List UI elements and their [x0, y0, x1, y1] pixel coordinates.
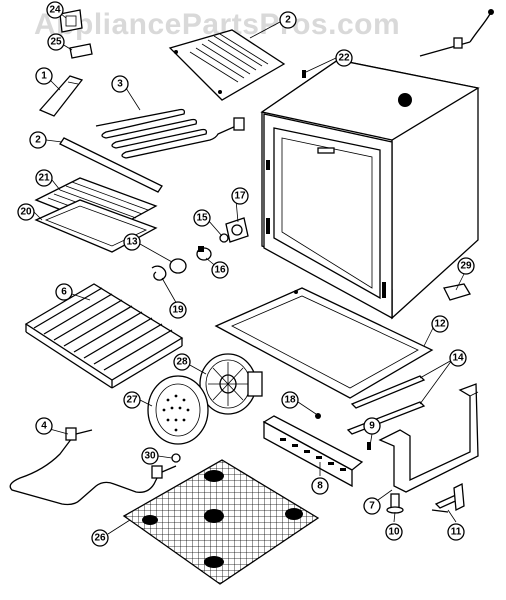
part-1-bracket — [38, 75, 84, 117]
svg-text:9: 9 — [369, 421, 375, 432]
svg-text:24: 24 — [49, 5, 61, 16]
svg-text:14: 14 — [452, 353, 464, 364]
part-8-vent-panel — [262, 415, 364, 488]
part-9-screw — [367, 442, 371, 450]
svg-text:26: 26 — [94, 533, 106, 544]
svg-text:18: 18 — [284, 395, 296, 406]
part-12-bottom-tray — [214, 287, 434, 399]
callout-24[interactable]: 24 — [46, 1, 64, 19]
part-18-screw — [315, 413, 321, 419]
callout-27[interactable]: 27 — [123, 391, 141, 409]
callout-8[interactable]: 8 — [311, 477, 329, 495]
part-27-fan-cover — [147, 375, 209, 445]
svg-text:28: 28 — [176, 357, 188, 368]
callout-28[interactable]: 28 — [173, 353, 191, 371]
svg-text:12: 12 — [434, 319, 446, 330]
svg-text:29: 29 — [460, 261, 472, 272]
oven-cavity — [260, 59, 480, 320]
callout-9[interactable]: 9 — [363, 417, 381, 435]
callout-15[interactable]: 15 — [193, 209, 211, 227]
svg-text:4: 4 — [41, 421, 47, 432]
callout-25[interactable]: 25 — [47, 33, 65, 51]
callout-21[interactable]: 21 — [35, 169, 53, 187]
part-7-bracket — [378, 383, 479, 493]
svg-text:11: 11 — [451, 527, 462, 538]
part-24-plate — [59, 9, 83, 33]
svg-text:21: 21 — [38, 173, 50, 184]
part-3-broil-element — [95, 108, 245, 159]
callout-17[interactable]: 17 — [231, 187, 249, 205]
svg-text:13: 13 — [126, 237, 138, 248]
part-11-anti-tip-bracket — [431, 482, 465, 513]
oven-sensor-probe — [419, 9, 494, 57]
part-13-cover — [169, 258, 187, 274]
callout-13[interactable]: 13 — [123, 233, 141, 251]
callout-2-top[interactable]: 2 — [279, 11, 297, 29]
svg-text:20: 20 — [20, 207, 32, 218]
callout-14[interactable]: 14 — [449, 349, 467, 367]
part-4-bake-element — [9, 427, 177, 506]
callout-7[interactable]: 7 — [363, 497, 381, 515]
svg-text:17: 17 — [234, 191, 246, 202]
svg-text:8: 8 — [317, 481, 323, 492]
callout-20[interactable]: 20 — [17, 203, 35, 221]
svg-text:2: 2 — [285, 15, 291, 26]
svg-text:15: 15 — [196, 213, 208, 224]
callout-1[interactable]: 1 — [35, 67, 53, 85]
svg-text:30: 30 — [144, 451, 156, 462]
callout-30[interactable]: 30 — [141, 447, 159, 465]
part-6-oven-rack — [24, 283, 184, 389]
part-16-bulb — [196, 246, 212, 261]
svg-text:3: 3 — [117, 79, 123, 90]
part-17-light-housing — [225, 217, 249, 243]
callout-18[interactable]: 18 — [281, 391, 299, 409]
callout-29[interactable]: 29 — [457, 257, 475, 275]
svg-text:1: 1 — [41, 71, 47, 82]
part-25-clip — [69, 43, 93, 59]
svg-text:7: 7 — [369, 501, 375, 512]
callout-6[interactable]: 6 — [55, 283, 73, 301]
part-10-leveling-leg — [386, 493, 404, 514]
part-28-fan-motor — [199, 353, 263, 415]
svg-text:6: 6 — [61, 287, 67, 298]
callouts: 24 25 1 2 22 3 2 21 20 17 15 16 13 19 6 … — [17, 1, 475, 547]
svg-text:2: 2 — [35, 135, 41, 146]
callout-3[interactable]: 3 — [111, 75, 129, 93]
svg-text:22: 22 — [338, 53, 350, 64]
svg-text:27: 27 — [126, 395, 138, 406]
callout-2-strip[interactable]: 2 — [29, 131, 47, 149]
part-30-nut — [171, 453, 181, 463]
callout-22[interactable]: 22 — [335, 49, 353, 67]
callout-10[interactable]: 10 — [385, 523, 403, 541]
part-22-screw — [302, 70, 306, 78]
callout-12[interactable]: 12 — [431, 315, 449, 333]
part-19-clip — [151, 265, 167, 281]
svg-text:16: 16 — [214, 265, 226, 276]
callout-26[interactable]: 26 — [91, 529, 109, 547]
svg-text:10: 10 — [388, 527, 400, 538]
callout-4[interactable]: 4 — [35, 417, 53, 435]
svg-text:19: 19 — [172, 305, 184, 316]
leader-lines — [33, 12, 467, 535]
part-29-bracket — [443, 283, 471, 301]
part-2-strip — [59, 137, 163, 193]
part-26-insulation-mesh — [122, 459, 320, 585]
callout-11[interactable]: 11 — [447, 523, 465, 541]
svg-text:25: 25 — [50, 37, 62, 48]
callout-19[interactable]: 19 — [169, 301, 187, 319]
part-2-broil-cover — [168, 29, 286, 101]
callout-16[interactable]: 16 — [211, 261, 229, 279]
